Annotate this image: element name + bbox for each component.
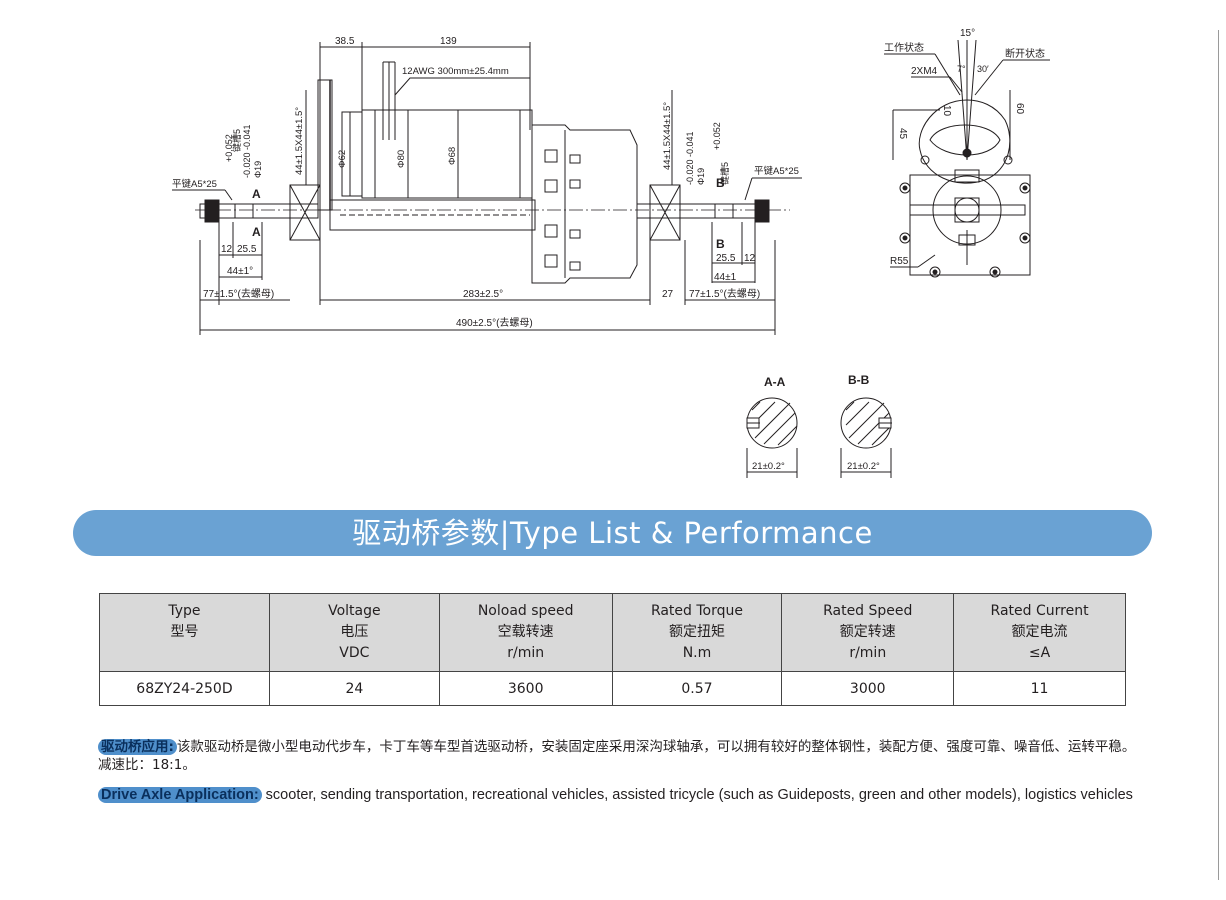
- header-en: Type: [168, 603, 201, 619]
- label-r55: R55: [890, 256, 909, 267]
- header-cn: 型号: [170, 624, 199, 640]
- dim-490: 490±2.5°(去螺母): [456, 317, 533, 329]
- dim-38-5: 38.5: [335, 36, 355, 47]
- label-open-state: 断开状态: [1005, 47, 1045, 60]
- header-en: Noload speed: [477, 603, 574, 619]
- header-type: Type 型号: [99, 593, 270, 672]
- dia-80: Φ80: [396, 150, 407, 168]
- section-view-aa: A-A 21±0.2°: [746, 375, 798, 478]
- tol-neg-left: -0.020 -0.041: [242, 124, 252, 178]
- section-banner: 驱动桥参数|Type List & Performance: [73, 510, 1152, 556]
- flat-key-left: 平键A5*25: [172, 178, 217, 190]
- dim-45: 45: [897, 128, 908, 140]
- header-unit: VDC: [339, 645, 370, 661]
- banner-title: 驱动桥参数|Type List & Performance: [352, 516, 873, 550]
- dim-25-5-right: 25.5: [716, 253, 736, 264]
- header-rated-torque: Rated Torque 额定扭矩 N.m: [611, 593, 783, 672]
- header-cn: 额定转速: [839, 624, 896, 640]
- cell-type: 68ZY24-250D: [99, 671, 270, 706]
- header-rated-current: Rated Current 额定电流 ≤A: [953, 593, 1126, 672]
- header-voltage: Voltage 电压 VDC: [268, 593, 440, 672]
- cell-noload-speed: 3600: [438, 671, 613, 706]
- section-bb-label: B-B: [848, 373, 870, 387]
- shaft-dia-right: Φ19: [696, 168, 706, 185]
- header-unit: r/min: [507, 645, 545, 661]
- dia-62: Φ62: [337, 150, 348, 168]
- axle-end-view: 工作状态 断开状态 15° 7° 30′ 2XM4 10 60 45: [884, 28, 1050, 278]
- dim-77-right: 77±1.5°(去螺母): [689, 288, 760, 300]
- wire-label: 12AWG 300mm±25.4mm: [402, 66, 509, 77]
- header-en: Voltage: [328, 603, 381, 619]
- dim-139: 139: [440, 36, 457, 47]
- dim-12-right: 12: [744, 253, 756, 264]
- cell-rated-current: 11: [953, 671, 1126, 706]
- cell-rated-torque: 0.57: [611, 671, 783, 706]
- dim-44-right-bottom: 44±1: [714, 272, 737, 283]
- header-noload-speed: Noload speed 空载转速 r/min: [438, 593, 613, 672]
- flat-key-right: 平键A5*25: [754, 165, 799, 177]
- key-slot-right: 键槽5: [719, 162, 730, 185]
- header-unit: r/min: [849, 645, 887, 661]
- key-slot-left: 键槽5: [231, 129, 242, 152]
- dim-44-left: 44±1.5X44±1.5°: [294, 107, 305, 175]
- label-2xm4: 2XM4: [911, 66, 938, 77]
- dim-21-bb: 21±0.2°: [847, 461, 880, 472]
- header-cn: 空载转速: [497, 624, 554, 640]
- header-unit: [100, 643, 269, 664]
- section-aa-label: A-A: [764, 375, 786, 389]
- dim-25-5-left: 25.5: [237, 244, 257, 255]
- tol-pos-right: +0.052: [712, 122, 722, 150]
- dim-10: 10: [941, 105, 952, 117]
- spec-table-header: Type 型号 Voltage 电压 VDC Noload speed 空载转速…: [99, 593, 1126, 672]
- application-cn: 驱动桥应用:该款驱动桥是微小型电动代步车，卡丁车等车型首选驱动桥，安装固定座采用…: [98, 738, 1138, 774]
- header-rated-speed: Rated Speed 额定转速 r/min: [781, 593, 955, 672]
- dim-21-aa: 21±0.2°: [752, 461, 785, 472]
- dia-68: Φ68: [447, 147, 458, 165]
- section-a-bottom: A: [252, 225, 261, 239]
- cell-rated-speed: 3000: [781, 671, 955, 706]
- header-en: Rated Speed: [823, 603, 913, 619]
- page-edge-rule: [1218, 30, 1219, 880]
- label-work-state: 工作状态: [884, 41, 924, 54]
- angle-15: 15°: [960, 28, 975, 39]
- application-en-text: scooter, sending transportation, recreat…: [261, 787, 1133, 803]
- dim-283: 283±2.5°: [463, 289, 503, 300]
- spec-table: Type 型号 Voltage 电压 VDC Noload speed 空载转速…: [99, 593, 1126, 706]
- header-unit: ≤A: [1028, 645, 1051, 661]
- dim-27: 27: [662, 289, 674, 300]
- section-b-top: B: [716, 176, 725, 190]
- section-a-top: A: [252, 187, 261, 201]
- header-cn: 额定电流: [1011, 624, 1068, 640]
- application-en-tag: Drive Axle Application:: [98, 787, 262, 803]
- table-row: 68ZY24-250D 24 3600 0.57 3000 11: [99, 671, 1126, 706]
- header-en: Rated Current: [990, 603, 1089, 619]
- header-cn: 电压: [340, 624, 369, 640]
- section-view-bb: B-B 21±0.2°: [840, 373, 892, 478]
- angle-30: 30′: [977, 64, 989, 74]
- tol-pos-left: +0.052: [224, 134, 234, 162]
- section-b-bottom: B: [716, 237, 725, 251]
- tol-neg-right: -0.020 -0.041: [685, 131, 695, 185]
- header-unit: N.m: [682, 645, 712, 661]
- angle-7: 7°: [957, 64, 966, 74]
- application-en: Drive Axle Application: scooter, sending…: [98, 787, 1138, 804]
- dim-44-left-bottom: 44±1°: [227, 266, 253, 277]
- dim-60: 60: [1014, 103, 1025, 115]
- technical-drawing: 38.5 139 12AWG 300mm±25.4mm: [172, 28, 1050, 478]
- axle-side-view: 38.5 139 12AWG 300mm±25.4mm: [172, 36, 802, 335]
- dim-12-left: 12: [221, 244, 233, 255]
- application-cn-tag: 驱动桥应用:: [98, 739, 177, 755]
- header-cn: 额定扭矩: [668, 624, 725, 640]
- cell-voltage: 24: [268, 671, 440, 706]
- dim-77-left: 77±1.5°(去螺母): [203, 288, 274, 300]
- dim-44-right: 44±1.5X44±1.5°: [662, 102, 673, 170]
- shaft-dia-left: Φ19: [253, 161, 263, 178]
- application-cn-text: 该款驱动桥是微小型电动代步车，卡丁车等车型首选驱动桥，安装固定座采用深沟球轴承，…: [98, 739, 1136, 773]
- header-en: Rated Torque: [650, 603, 743, 619]
